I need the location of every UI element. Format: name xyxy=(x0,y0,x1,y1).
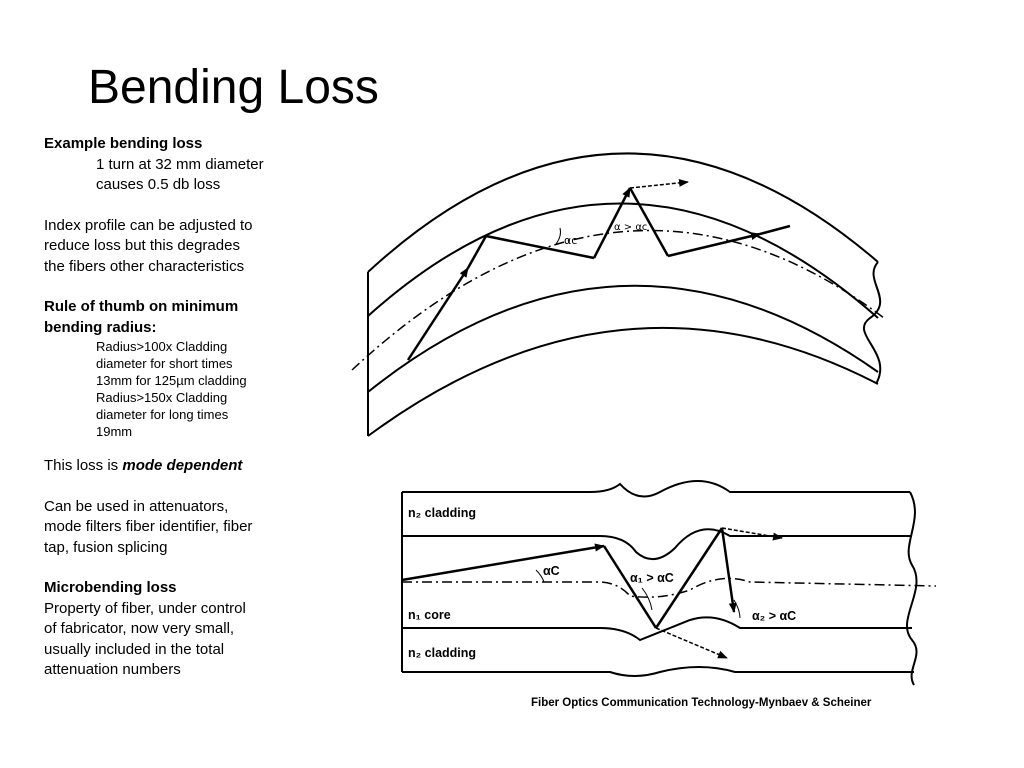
fiber-break-edge xyxy=(862,261,882,385)
microbending-line: usually included in the total xyxy=(44,640,225,658)
slide-title: Bending Loss xyxy=(88,61,379,114)
rule-heading-2: bending radius: xyxy=(44,318,157,336)
ray-segment xyxy=(667,232,761,258)
microbending-line: Property of fiber, under control xyxy=(44,599,246,617)
uses-line: Can be used in attenuators, xyxy=(44,497,229,515)
ray-segment xyxy=(592,187,632,259)
bent-fiber-diagram: αc α > αc xyxy=(351,152,885,437)
slide-body: Example bending loss 1 turn at 32 mm dia… xyxy=(44,134,344,681)
alpha2-label: α₂ > αC xyxy=(752,609,796,623)
uses-line: tap, fusion splicing xyxy=(44,538,168,556)
outer-cladding-edge xyxy=(367,152,879,273)
ray-segment xyxy=(759,224,791,236)
angle-arc xyxy=(555,227,561,245)
fiber-break-edge xyxy=(906,491,918,686)
core-upper-edge xyxy=(367,202,879,319)
fiber-axis xyxy=(402,577,937,598)
angle-compare-label: α > αc xyxy=(614,222,647,233)
rule-heading: Rule of thumb on minimum xyxy=(44,298,239,315)
core-top-edge xyxy=(402,528,912,560)
credit-caption: Fiber Optics Communication Technology-My… xyxy=(531,697,872,709)
microbending-line: attenuation numbers xyxy=(44,661,181,678)
rule-item: Radius>100x Cladding xyxy=(96,339,228,354)
fiber-axis xyxy=(351,229,885,371)
microbend-diagram: n₂ cladding n₁ core n₂ cladding αC α₁ > … xyxy=(401,480,937,686)
index-profile-line: reduce loss but this degrades xyxy=(44,237,240,254)
ray-segment xyxy=(401,543,605,582)
mode-prefix: This loss is xyxy=(44,457,123,474)
rule-item: diameter for short times xyxy=(96,356,233,371)
escaping-ray xyxy=(629,178,689,189)
ray-segment xyxy=(654,527,724,629)
example-heading: Example bending loss xyxy=(44,135,203,152)
ray-segment xyxy=(602,545,658,629)
ray-segment xyxy=(466,235,488,269)
microbending-heading: Microbending loss xyxy=(44,579,177,596)
n1-core-label: n₁ core xyxy=(408,608,451,622)
angle-arc xyxy=(733,599,741,619)
angle-arc xyxy=(641,587,653,611)
index-profile-line: the fibers other characteristics xyxy=(44,257,245,275)
n2-cladding-label: n₂ cladding xyxy=(408,506,476,520)
ray-segment xyxy=(485,234,595,260)
uses-line: mode filters fiber identifier, fiber xyxy=(44,518,253,535)
example-line-2: causes 0.5 db loss xyxy=(96,176,221,193)
angle-arc xyxy=(535,569,545,583)
rule-item: Radius>150x Cladding xyxy=(96,390,228,405)
mode-line: This loss is mode dependent xyxy=(44,456,344,477)
alpha1-label: α₁ > αC xyxy=(630,571,674,585)
core-lower-edge xyxy=(367,284,879,393)
index-profile-line: Index profile can be adjusted to xyxy=(44,216,253,234)
rule-item: 13mm for 125µm cladding xyxy=(96,373,247,388)
escaping-ray xyxy=(655,627,728,659)
top-cladding-edge xyxy=(402,480,910,498)
microbending-line: of fabricator, now very small, xyxy=(44,620,235,637)
example-line-1: 1 turn at 32 mm diameter xyxy=(96,155,264,173)
rule-item: diameter for long times xyxy=(96,407,229,422)
mode-emphasis: mode dependent xyxy=(122,457,243,474)
angle-label: αc xyxy=(564,234,577,247)
ray-segment xyxy=(720,527,737,613)
n2-cladding-label: n₂ cladding xyxy=(408,646,476,660)
rule-item: 19mm xyxy=(96,424,133,439)
escaping-ray xyxy=(721,527,783,541)
bottom-cladding-edge xyxy=(402,666,914,677)
ray-segment xyxy=(406,267,470,361)
ray-segment xyxy=(628,187,670,257)
inner-cladding-edge xyxy=(367,326,879,437)
alpha-c-label: αC xyxy=(543,564,560,578)
